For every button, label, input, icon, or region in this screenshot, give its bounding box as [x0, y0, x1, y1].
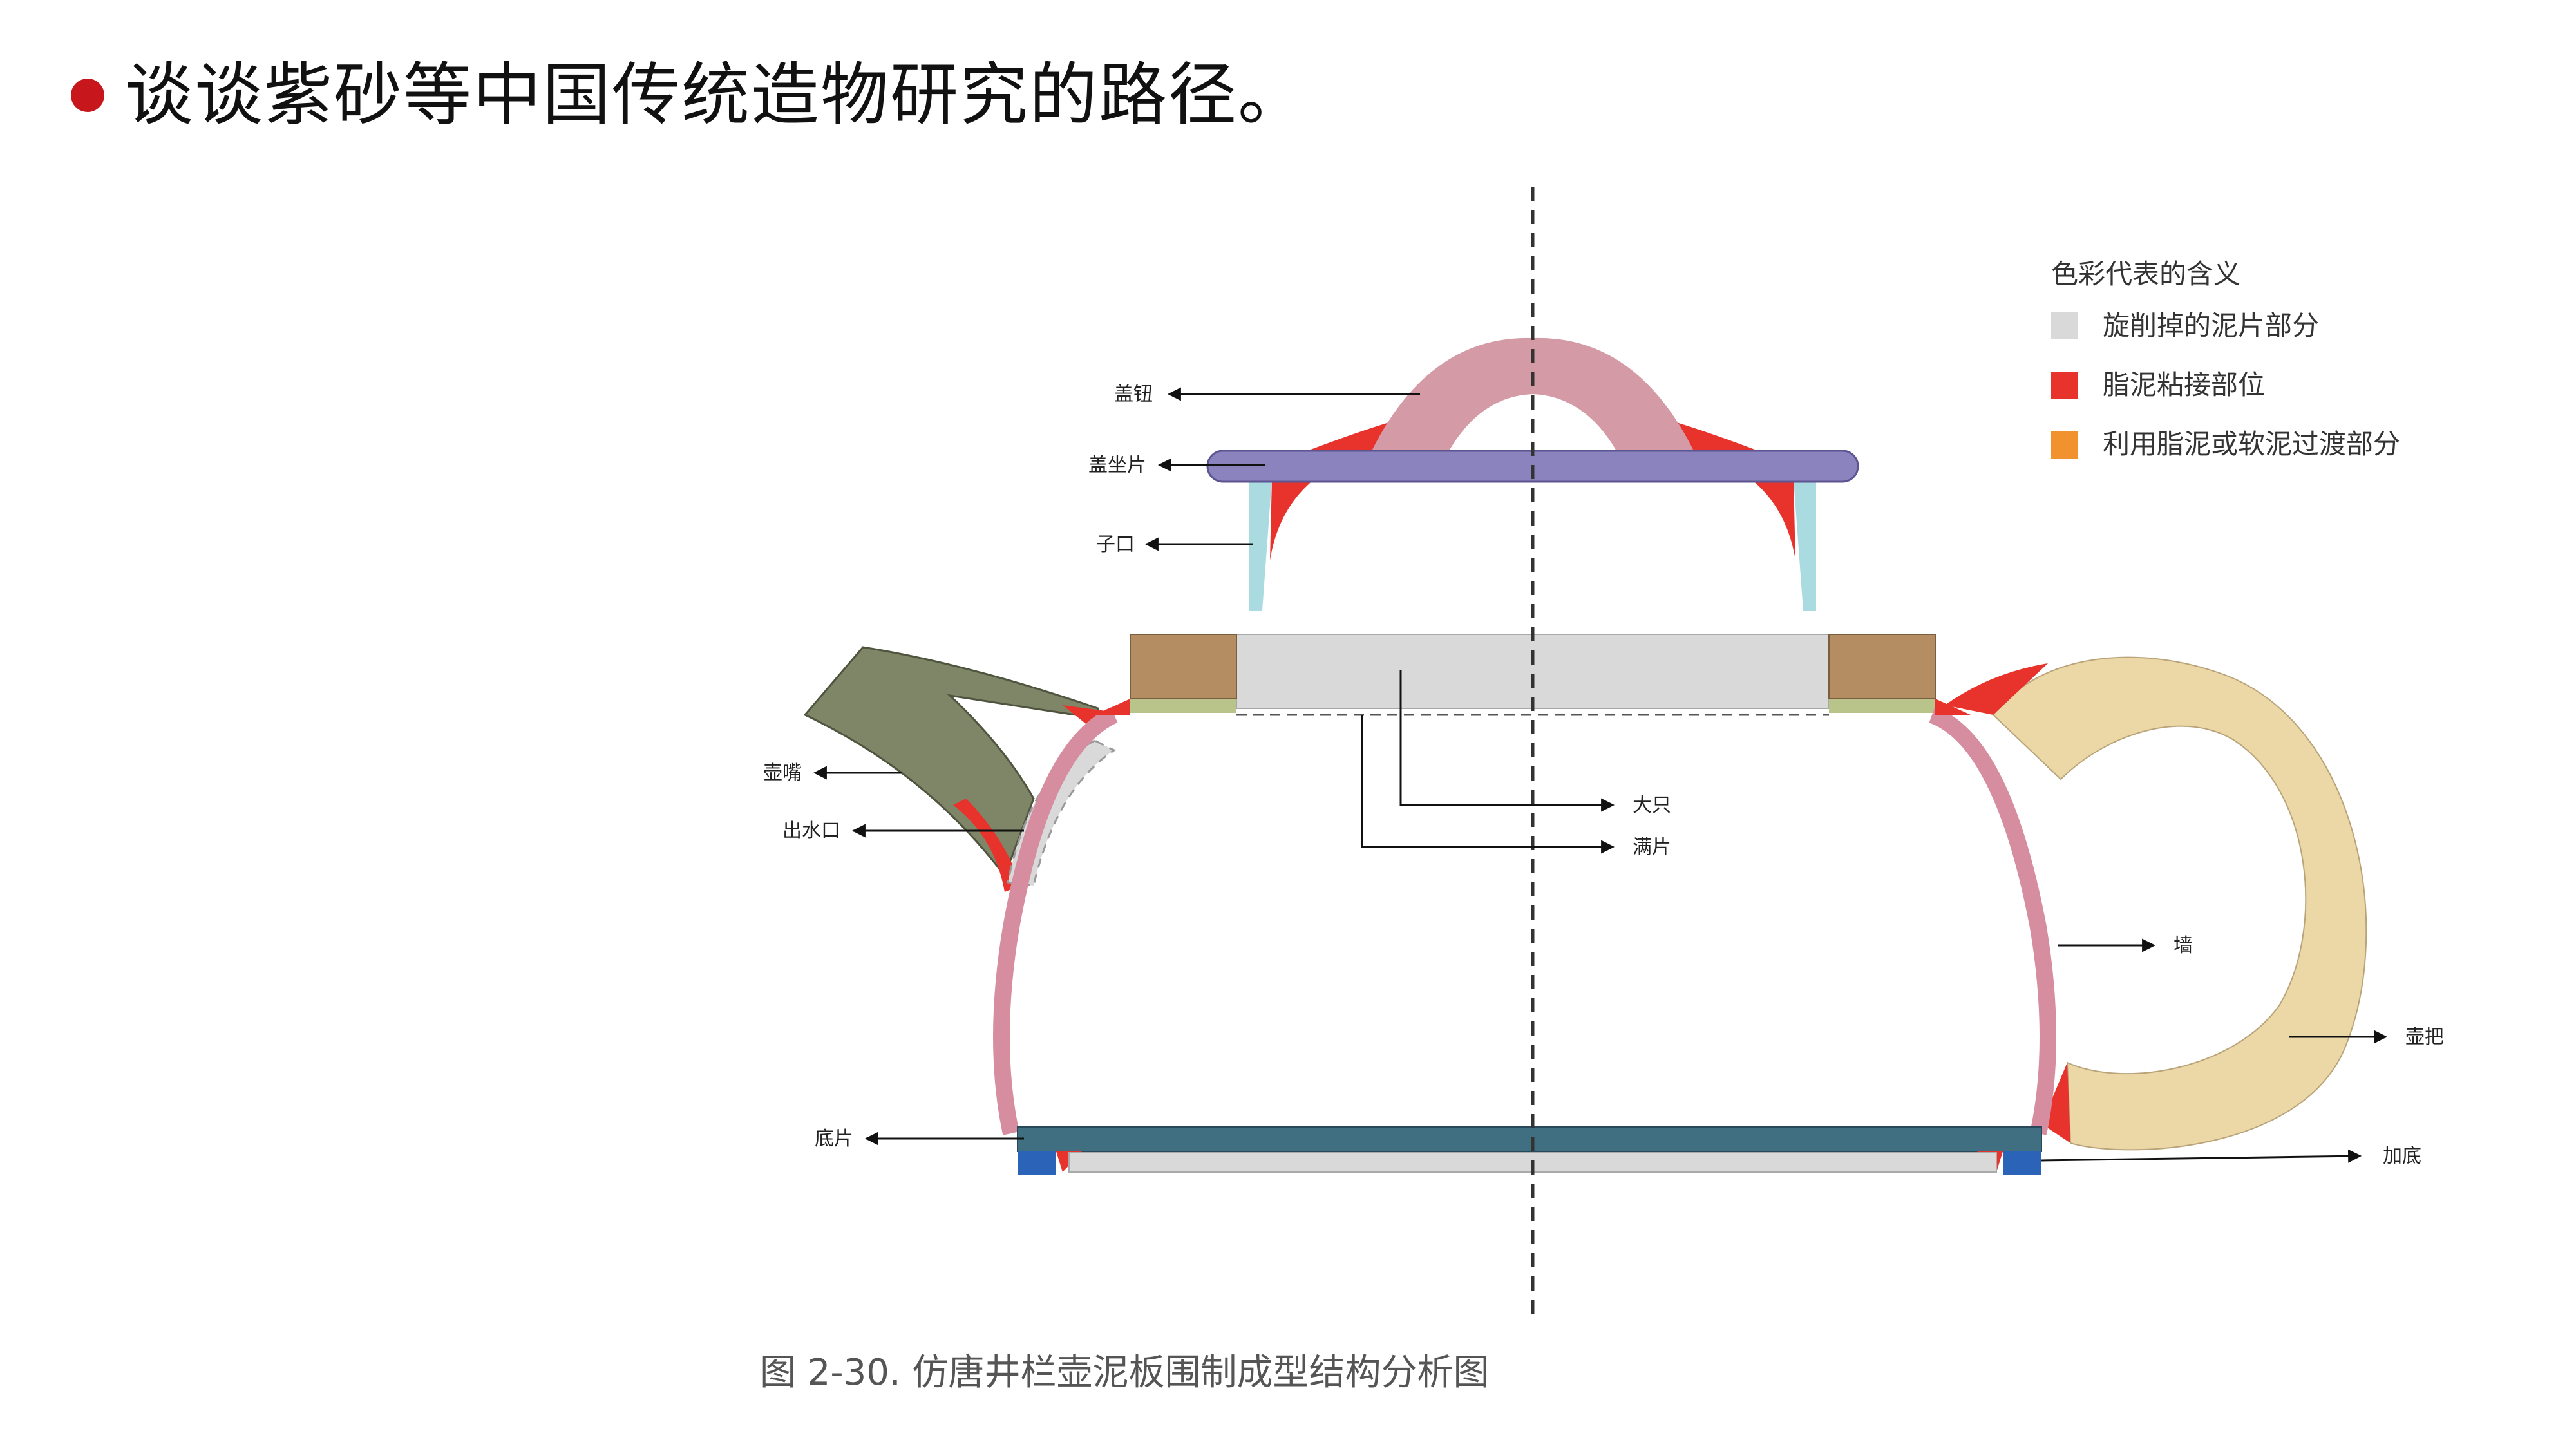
shoulder-glue-right — [1935, 699, 1971, 715]
teapot-body — [993, 634, 2056, 1175]
label-lid-knob: 盖钮 — [1114, 383, 1153, 406]
legend-swatch-transition — [2051, 431, 2078, 459]
legend-swatch-glue — [2051, 372, 2078, 399]
body-wall — [993, 706, 2056, 1135]
legend-title: 色彩代表的含义 — [2051, 258, 2240, 290]
label-spout: 壶嘴 — [763, 762, 802, 784]
legend-swatch-removed — [2051, 312, 2078, 339]
handle — [1945, 656, 2367, 1151]
figure-caption: 图 2-30. 仿唐井栏壶泥板围制成型结构分析图 — [760, 1352, 1490, 1394]
flange-glue-right — [1752, 480, 1795, 560]
foot-left — [1018, 1151, 1056, 1175]
lid-flange-left — [1249, 480, 1272, 611]
legend-item-glue: 脂泥粘接部位 — [2103, 369, 2265, 401]
shoulder-block-left — [1130, 634, 1237, 699]
bottom-plate — [1017, 1126, 2042, 1152]
label-foot-ring: 加底 — [2383, 1145, 2421, 1168]
handle-body — [1992, 656, 2367, 1151]
spout-glue-bottom — [953, 799, 1021, 892]
lid-knob — [1372, 337, 1694, 451]
legend-item-removed: 旋削掉的泥片部分 — [2103, 310, 2319, 341]
spout-body — [803, 646, 1099, 878]
slide-title-text: 谈谈紫砂等中国传统造物研究的路径。 — [125, 55, 1307, 135]
callouts: 盖钮 盖坐片 子口 壶嘴 出水口 大只 满片 墙 壶把 底片 加底 — [763, 383, 2444, 1168]
label-big-ring: 大只 — [1633, 794, 1671, 817]
shoulder-block-right — [1828, 634, 1936, 699]
shoulder-strip-right — [1829, 699, 1935, 713]
label-bottom-piece: 底片 — [815, 1128, 853, 1150]
foot-right — [2003, 1151, 2041, 1175]
shoulder-strip-left — [1130, 699, 1236, 713]
label-lid-plate: 盖坐片 — [1088, 454, 1146, 477]
flange-glue-left — [1270, 480, 1314, 560]
label-full-piece: 满片 — [1633, 836, 1671, 858]
handle-glue-top — [1945, 663, 2048, 715]
label-lid-flange: 子口 — [1096, 533, 1135, 556]
legend: 色彩代表的含义 旋削掉的泥片部分 脂泥粘接部位 利用脂泥或软泥过渡部分 — [2051, 258, 2400, 460]
slide-title: 谈谈紫砂等中国传统造物研究的路径。 — [71, 61, 1307, 129]
bullet-dot-icon — [71, 79, 104, 112]
label-spout-hole: 出水口 — [782, 820, 840, 842]
label-wall: 墙 — [2174, 934, 2193, 957]
label-handle: 壶把 — [2405, 1026, 2444, 1048]
legend-item-transition: 利用脂泥或软泥过渡部分 — [2103, 428, 2400, 460]
lid-flange-right — [1794, 480, 1816, 611]
shoulder-glue-left — [1095, 699, 1130, 715]
